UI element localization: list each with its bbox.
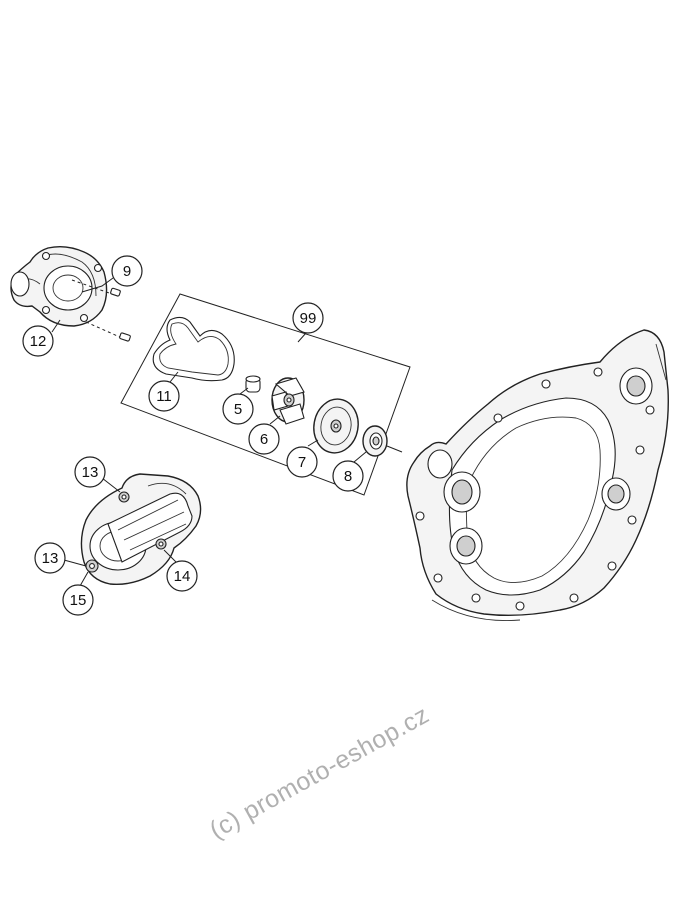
repair-kit-frame <box>120 293 411 496</box>
impeller-6 <box>271 377 305 425</box>
svg-text:5: 5 <box>234 401 242 418</box>
pump-cover <box>80 473 202 586</box>
callout-9: 9 <box>111 255 143 287</box>
callout-8: 8 <box>332 460 364 492</box>
dowel-pin-12 <box>119 332 131 342</box>
pump-disc-7 <box>313 398 359 454</box>
svg-text:99: 99 <box>300 310 317 327</box>
pump-housing <box>10 245 108 327</box>
callout-7: 7 <box>286 446 318 478</box>
callout-99: 99 <box>292 302 324 334</box>
callout-6: 6 <box>248 423 280 455</box>
dowel-pin-9 <box>110 287 121 297</box>
callout-13-upper: 13 <box>74 456 106 488</box>
svg-text:11: 11 <box>156 388 172 405</box>
svg-text:15: 15 <box>70 592 87 609</box>
callout-11: 11 <box>148 380 180 412</box>
shaft-seal-8 <box>362 425 388 457</box>
svg-text:6: 6 <box>260 431 268 448</box>
svg-text:13: 13 <box>82 464 99 481</box>
crankcase-cover <box>406 329 669 621</box>
gasket-11 <box>152 316 235 382</box>
callout-15: 15 <box>62 584 94 616</box>
svg-text:9: 9 <box>123 263 131 280</box>
svg-text:8: 8 <box>344 468 352 485</box>
svg-text:7: 7 <box>298 454 306 471</box>
callout-5: 5 <box>222 393 254 425</box>
bushing-5 <box>245 375 261 393</box>
callout-14: 14 <box>166 560 198 592</box>
callout-13-lower: 13 <box>34 542 66 574</box>
svg-text:13: 13 <box>42 550 59 567</box>
svg-text:12: 12 <box>30 333 47 350</box>
callout-12: 12 <box>22 325 54 357</box>
svg-text:14: 14 <box>174 568 191 585</box>
